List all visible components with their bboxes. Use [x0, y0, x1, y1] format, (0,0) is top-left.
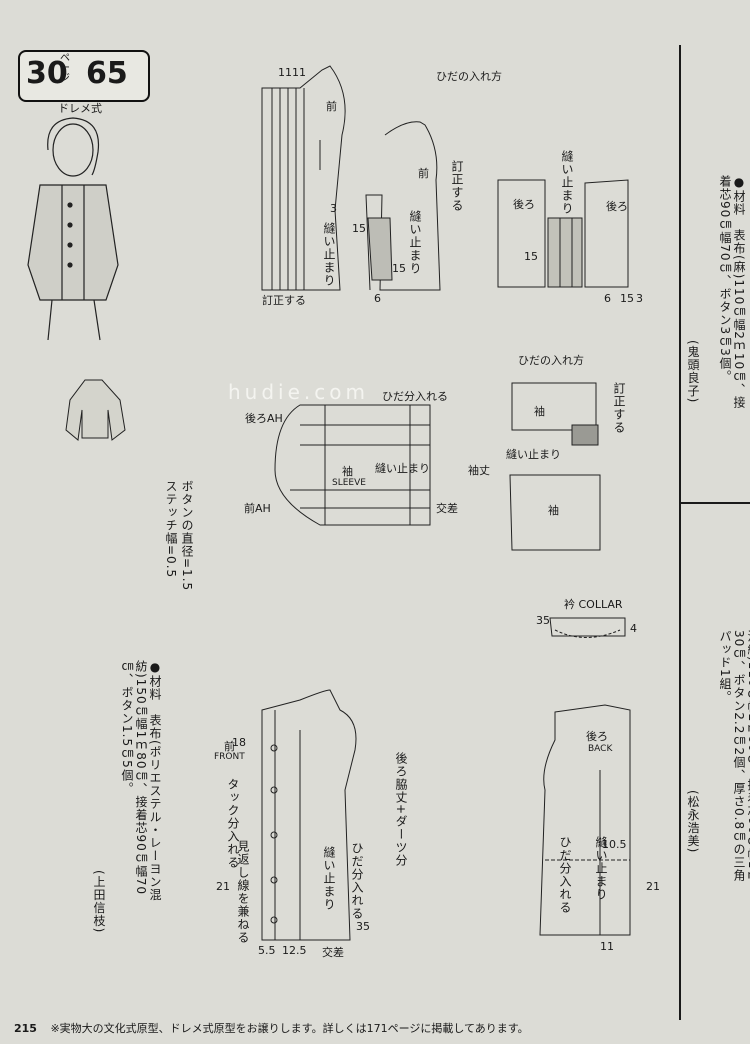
num-125: 12.5: [282, 944, 307, 957]
cross-bottom: 交差: [322, 946, 344, 959]
right-top-materials: ●材料 表布(麻)110㎝幅2ｍ10㎝、接着芯90㎝幅70㎝、ボタン3㎝3個。: [718, 175, 746, 410]
num-18: 18: [232, 736, 246, 749]
left-materials-note: ●材料 表布(ポリエステル・レーヨン混紡)150㎝幅1ｍ80㎝、接着芯90㎝幅7…: [120, 660, 162, 902]
num-21-front: 21: [216, 880, 230, 893]
front-bodice-diagram: [261, 689, 357, 941]
stitch-width-note: ステッチ幅=0.5: [164, 480, 178, 579]
sleeve-pleat-diagram: [509, 382, 601, 551]
num-6-a: 6: [374, 292, 381, 305]
tack-label: 訂正する: [262, 294, 306, 307]
collar-diagram: [549, 617, 626, 638]
pleat-count-label: 1111: [278, 66, 306, 79]
back-en: BACK: [588, 744, 613, 754]
tuck-label: タック分入れる: [226, 778, 240, 869]
num-11: 11: [600, 940, 614, 953]
left-author: (上田信枝): [92, 870, 106, 934]
back-bodice-diagram: [539, 704, 631, 936]
num-105: 10.5: [602, 838, 627, 851]
pleat-in-back: ひだ分入れる: [558, 836, 572, 914]
num-3-a: 3: [636, 292, 643, 305]
front-ah-label: 前AH: [244, 502, 271, 515]
badge-page-word: ページ: [60, 53, 70, 84]
collar-35: 35: [536, 614, 550, 627]
num-15-b: 15: [352, 222, 366, 235]
tack-vertical: 訂正する: [450, 160, 464, 212]
watermark: hudie.com: [228, 380, 369, 404]
right-top-author: (鬼頭良子): [686, 340, 700, 404]
front-en: FRONT: [214, 752, 245, 762]
sleeve-kanji: 袖: [342, 465, 353, 478]
footer: 215 ※実物大の文化式原型、ドレメ式原型をお譲りします。詳しくは171ページに…: [14, 1020, 529, 1036]
stitch-stop-back: 縫い止まり: [594, 836, 608, 901]
front-panel-diagram: [365, 121, 441, 291]
cross-label: 交差: [436, 502, 458, 515]
num-3-b: 3: [330, 202, 337, 215]
front-label: 前: [326, 100, 337, 113]
back-label-2: 後ろ: [606, 200, 628, 213]
back-label-1: 後ろ: [513, 198, 535, 211]
num-15-d: 15: [392, 262, 406, 275]
stitch-stop-1: 縫い止まり: [408, 210, 422, 275]
page-number: 215: [14, 1022, 37, 1035]
badge-number-right: 65: [86, 56, 128, 91]
badge-subtitle: ドレメ式: [58, 102, 102, 115]
button-diameter-note: ボタンの直径=1.5: [180, 480, 194, 592]
sleeve-label-2: 袖: [548, 504, 559, 517]
collar-4: 4: [630, 622, 637, 635]
back-panel-diagram: [497, 179, 629, 288]
back-ah-label: 後ろAH: [245, 412, 283, 425]
badge-number-left: 30: [26, 56, 68, 91]
back-kanji: 後ろ: [586, 730, 608, 743]
facing-label: 見返し線を兼ねる: [236, 840, 250, 944]
pleat-title-2: ひだの入れ方: [518, 354, 584, 367]
side-dart-label: 後ろ脇丈+ダーツ分: [394, 752, 408, 868]
stitch-stop-2: 縫い止まり: [322, 222, 336, 287]
num-55: 5.5: [258, 944, 276, 957]
num-15-a: 15: [524, 250, 538, 263]
pleat-in-front: ひだ分入れる: [350, 842, 364, 920]
sleeve-en: SLEEVE: [332, 478, 366, 488]
stitch-stop-3: 縫い止まり: [560, 150, 574, 215]
sleeve-diagram: [274, 404, 431, 526]
front-kanji: 前: [224, 740, 235, 753]
stitch-stop-front: 縫い止まり: [322, 846, 336, 911]
pleat-title-1: ひだの入れ方: [436, 70, 502, 83]
num-15-c: 15: [620, 292, 634, 305]
stitch-stop-sleeve: 縫い止まり: [375, 462, 430, 475]
back-view-illustration: [65, 379, 126, 441]
model-illustration: [27, 117, 119, 341]
sleeve-length-label: 袖丈: [468, 464, 490, 477]
footer-note: ※実物大の文化式原型、ドレメ式原型をお譲りします。詳しくは171ページに掲載して…: [50, 1022, 529, 1035]
right-bottom-materials: 混紡)110㎝幅2ｍ60㎝、接着芯90㎝幅1ｍ30㎝、ボタン2.2㎝2個、厚さ0…: [718, 630, 750, 883]
sleeve-label-1: 袖: [534, 405, 545, 418]
pattern-number-badge: 30 ページ 65: [18, 50, 150, 102]
num-6-b: 6: [604, 292, 611, 305]
front-label-2: 前: [418, 167, 429, 180]
collar-label: 衿 COLLAR: [564, 598, 623, 611]
pleated-front-diagram: [261, 65, 346, 291]
num-35-bottom: 35: [356, 920, 370, 933]
tack-vertical-2: 訂正する: [612, 382, 626, 434]
stitch-stop-4: 縫い止まり: [506, 448, 561, 461]
num-21-back: 21: [646, 880, 660, 893]
pleat-in-sleeve: ひだ分入れる: [382, 390, 448, 403]
right-bottom-author: (松永浩美): [686, 790, 700, 854]
